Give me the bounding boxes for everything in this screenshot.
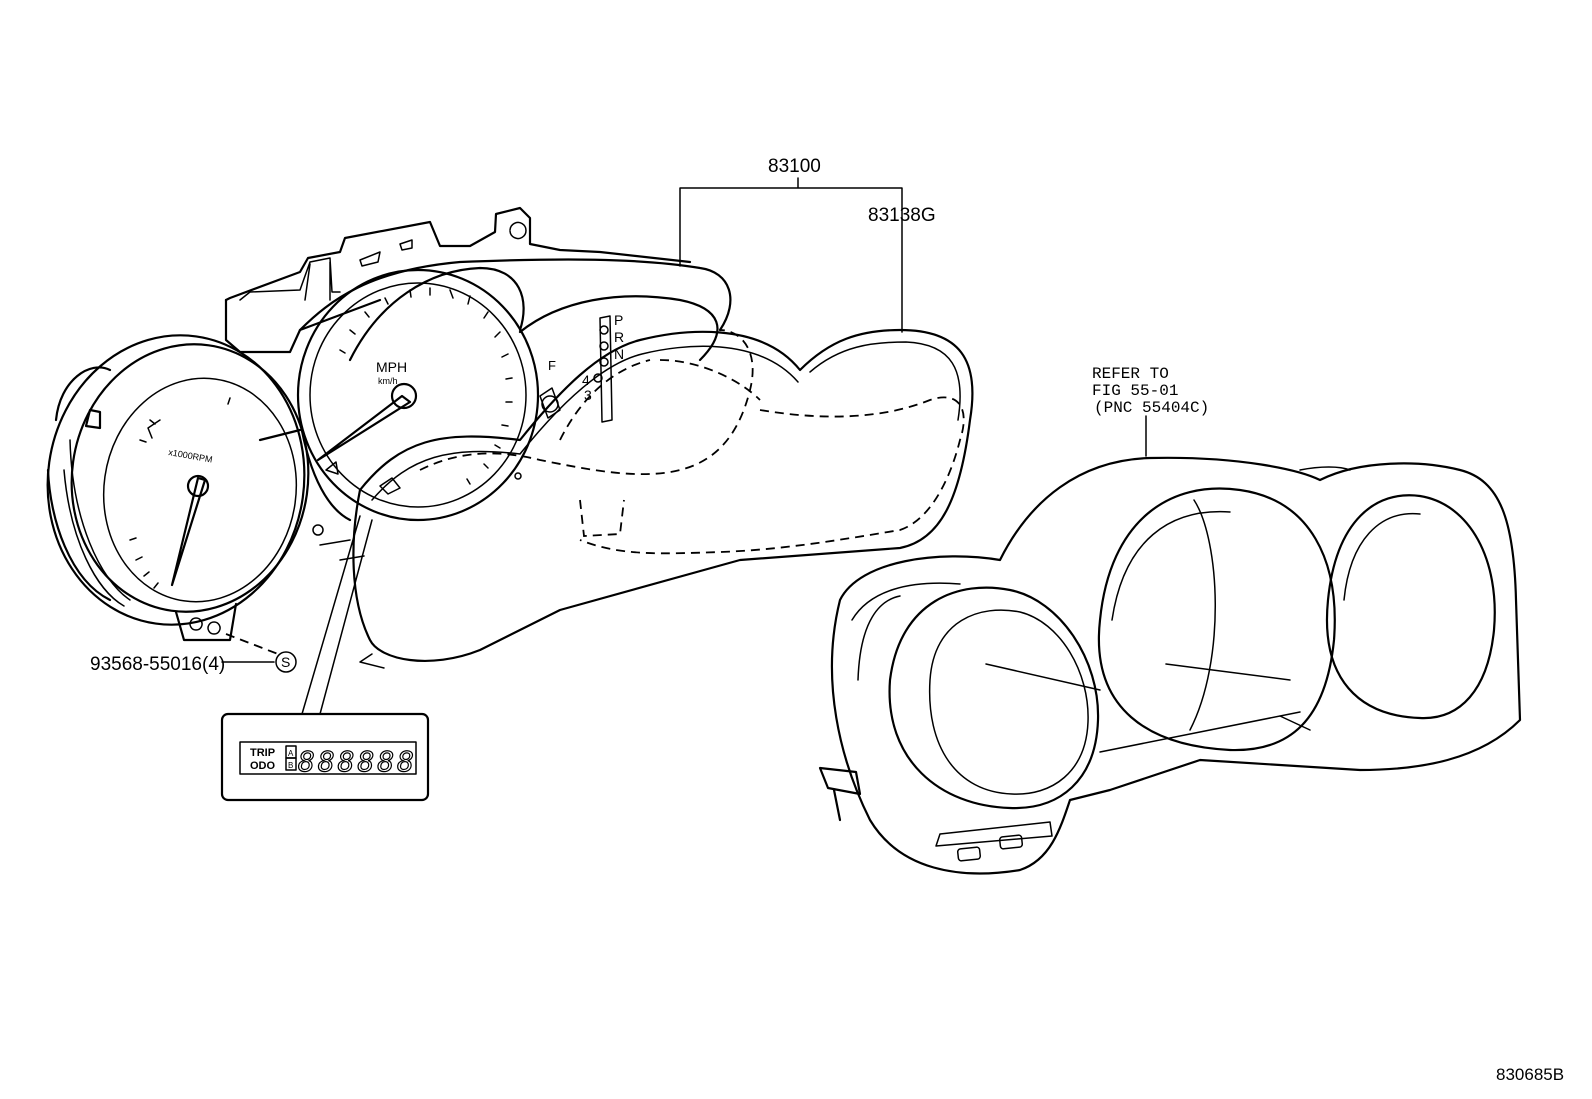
tachometer-needle (170, 476, 207, 587)
tach-unit: x1000RPM (168, 447, 214, 465)
assembly-label: 83100 (768, 156, 821, 177)
refer-note: REFER TO FIG 55-01 (PNC 55404C) (1092, 365, 1209, 457)
lens-callout: 83138G (868, 205, 936, 226)
speed-subunit: km/h (378, 376, 398, 386)
fuel-gauge: F (539, 358, 561, 419)
shift-letter-r: R (614, 329, 624, 345)
combination-meter-assembly: MPH km/h P R N 4 3 F x1000RPM (46, 206, 732, 642)
display-trip: TRIP (250, 747, 275, 759)
refer-line-2: FIG 55-01 (1092, 382, 1178, 400)
shift-number-4: 4 (582, 372, 590, 388)
shift-letter-p: P (614, 312, 623, 328)
speedometer-ticks (339, 287, 513, 485)
speedometer-needle (316, 394, 412, 462)
display-digits: 888888 (298, 745, 414, 778)
tachometer-ticks (129, 397, 231, 589)
display-inset-frame (220, 712, 430, 802)
screw-label: 93568-55016(4) (90, 654, 225, 675)
display-odo: ODO (250, 760, 276, 772)
hood-switch-left (956, 846, 982, 862)
display-b: B (288, 761, 293, 770)
fuel-letter: F (548, 358, 556, 373)
display-a: A (288, 749, 294, 758)
screw-symbol-circle (275, 651, 297, 673)
meter-hood (818, 456, 1522, 875)
meter-glass-lens (352, 328, 974, 669)
refer-line-3: (PNC 55404C) (1094, 399, 1209, 417)
hood-switch-right (998, 834, 1024, 850)
shift-letter-n: N (614, 346, 624, 362)
speed-unit: MPH (376, 359, 407, 375)
screw-symbol: S (281, 654, 290, 670)
assembly-callout: 83100 (679, 156, 903, 333)
screw-callout: 93568-55016(4) S (90, 633, 297, 675)
refer-line-1: REFER TO (1092, 365, 1169, 383)
shift-number-3: 3 (584, 387, 592, 403)
figure-id: 830685B (1496, 1065, 1564, 1084)
lens-label: 83138G (868, 205, 936, 226)
shift-indicator: P R N 4 3 (582, 312, 624, 423)
